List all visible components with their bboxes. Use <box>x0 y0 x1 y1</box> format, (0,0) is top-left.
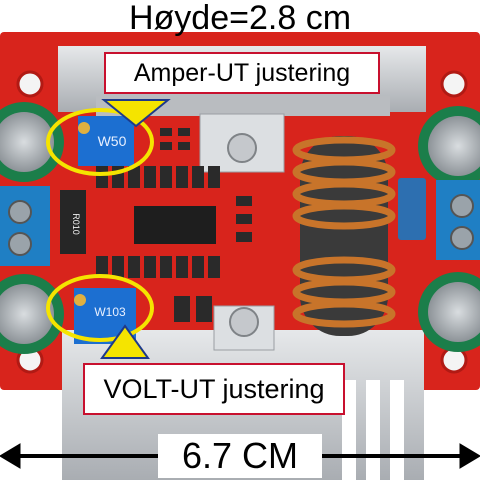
terminal-left <box>0 186 50 266</box>
potentiometer-amp: W50 <box>78 116 134 166</box>
amp-adjust-label: Amper-UT justering <box>104 52 380 94</box>
capacitor-bottom-right <box>418 272 480 352</box>
shunt-resistor: R010 <box>60 190 86 254</box>
terminal-right <box>436 180 480 260</box>
pot-top-marking: W50 <box>98 133 127 149</box>
highlight-ellipse-amp <box>46 108 154 176</box>
capacitor-top-right <box>418 106 480 186</box>
inductor-coil <box>292 136 396 336</box>
mounting-holes <box>16 70 468 374</box>
ic-chip <box>134 206 216 244</box>
width-label: 6.7 CM <box>158 434 322 478</box>
pot-bottom-marking: W103 <box>94 305 126 319</box>
arrow-up-volt <box>100 324 150 359</box>
height-label: Høyde=2.8 cm <box>128 0 352 37</box>
r010-marking: R010 <box>71 213 81 235</box>
fuse <box>398 178 426 240</box>
arrow-down-amp <box>101 99 171 128</box>
capacitor-bottom-left <box>0 274 64 354</box>
volt-adjust-label: VOLT-UT justering <box>83 363 345 415</box>
capacitor-top-left <box>0 102 64 182</box>
highlight-ellipse-volt <box>46 274 154 342</box>
